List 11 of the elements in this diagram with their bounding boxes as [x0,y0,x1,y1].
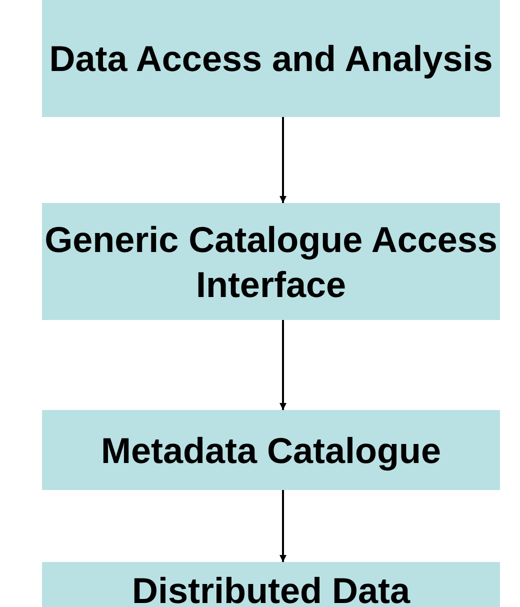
box-label: Metadata Catalogue [100,428,442,472]
box-label: Generic Catalogue Access Interface [44,218,498,306]
process-box [42,410,500,490]
arrow [280,490,286,562]
process-box [42,562,500,607]
process-box [42,0,500,117]
box-label: Data Access and Analysis [49,37,493,81]
process-box [42,203,500,320]
arrow [280,117,286,203]
arrow [280,320,286,410]
box-label: Distributed Data [132,568,410,607]
